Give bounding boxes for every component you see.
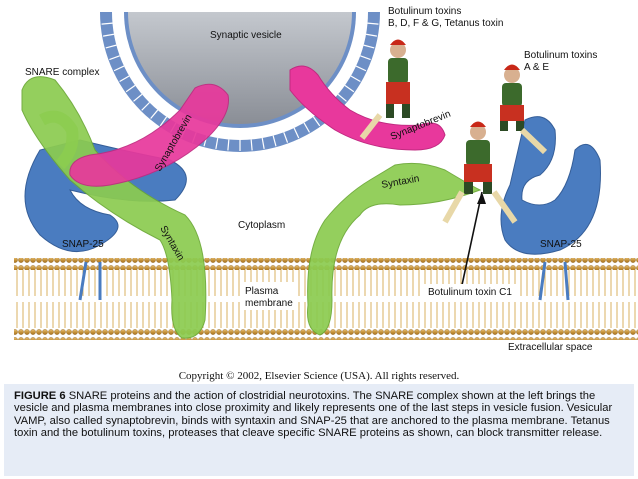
label-plasma: Plasma [245, 286, 279, 297]
label-cytoplasm: Cytoplasm [238, 220, 285, 231]
label-bot-bdfg-1: Botulinum toxins [388, 6, 461, 17]
label-snare-complex: SNARE complex [25, 67, 99, 78]
toxin-figure-bdfg [359, 39, 410, 140]
toxin-figure-ae [500, 64, 548, 155]
snare-diagram: Synaptic vesicle SNARE complex Botulinum… [14, 6, 638, 353]
bot-c1-label-box [424, 284, 520, 298]
caption-figure-number: FIGURE 6 [14, 390, 66, 402]
synaptic-vesicle [100, 12, 380, 152]
synaptobrevin-right-group [289, 65, 446, 151]
label-bot-c1: Botulinum toxin C1 [428, 287, 512, 298]
label-extracellular: Extracellular space [508, 342, 593, 353]
figure-caption: FIGURE 6 SNARE proteins and the action o… [4, 384, 634, 476]
synaptobrevin-left-shape [69, 83, 230, 187]
label-synaptic-vesicle: Synaptic vesicle [210, 30, 282, 41]
c1-arrow [461, 191, 483, 286]
label-bot-ae-1: Botulinum toxins [524, 50, 597, 61]
label-bot-bdfg-2: B, D, F & G, Tetanus toxin [388, 18, 503, 29]
snare-complex-left [21, 76, 230, 339]
toxin-figure-c1 [442, 121, 518, 224]
label-snap25-left: SNAP-25 [62, 239, 104, 250]
label-membrane: membrane [245, 298, 293, 309]
plasma-membrane-label-box [240, 282, 298, 310]
label-snap25-right: SNAP-25 [540, 239, 582, 250]
copyright: Copyright © 2002, Elsevier Science (USA)… [178, 370, 460, 382]
caption-text: SNARE proteins and the action of clostri… [14, 390, 613, 440]
label-bot-ae-2: A & E [524, 62, 549, 73]
